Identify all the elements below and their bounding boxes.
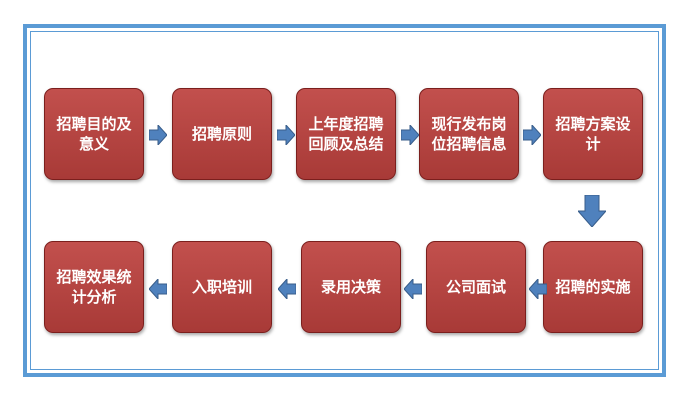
step-publish-label: 现行发布岗位招聘信息 [431, 115, 507, 153]
inner-frame [30, 31, 659, 370]
arrow-right-icon [277, 125, 295, 145]
step-publish: 现行发布岗位招聘信息 [419, 88, 519, 180]
step-implementation-label: 招聘的实施 [555, 278, 631, 296]
arrow-down-icon [578, 195, 606, 227]
step-plan-design-label: 招聘方案设计 [555, 115, 631, 153]
step-implementation: 招聘的实施 [543, 241, 643, 333]
step-review: 上年度招聘回顾及总结 [296, 88, 396, 180]
arrow-left-icon [529, 279, 547, 299]
step-purpose: 招聘目的及意义 [44, 88, 144, 180]
arrow-left-icon [404, 279, 422, 299]
step-interview-label: 公司面试 [445, 278, 506, 296]
arrow-right-icon [149, 125, 167, 145]
step-interview: 公司面试 [426, 241, 526, 333]
step-onboarding-label: 入职培训 [191, 278, 252, 296]
step-purpose-label: 招聘目的及意义 [56, 115, 132, 153]
arrow-left-icon [278, 279, 296, 299]
step-effect-analysis: 招聘效果统计分析 [44, 241, 144, 333]
step-hiring-decision: 录用决策 [301, 241, 401, 333]
step-plan-design: 招聘方案设计 [543, 88, 643, 180]
arrow-right-icon [523, 125, 541, 145]
arrow-left-icon [149, 279, 167, 299]
step-principles-label: 招聘原则 [191, 125, 252, 143]
step-hiring-decision-label: 录用决策 [320, 278, 381, 296]
outer-frame [23, 24, 666, 377]
step-review-label: 上年度招聘回顾及总结 [308, 115, 384, 153]
step-principles: 招聘原则 [172, 88, 272, 180]
arrow-right-icon [401, 125, 419, 145]
step-effect-analysis-label: 招聘效果统计分析 [56, 268, 132, 306]
step-onboarding: 入职培训 [172, 241, 272, 333]
